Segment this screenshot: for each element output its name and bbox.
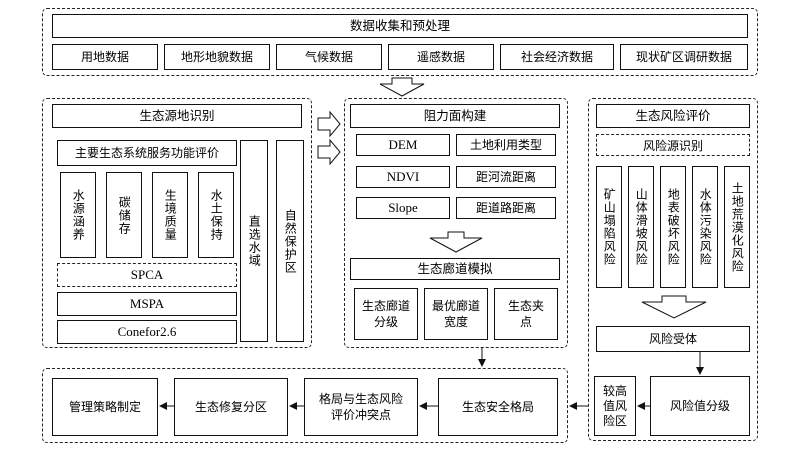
corridor-width-box: 最优廊道 宽度 <box>424 288 488 340</box>
mspa-box: MSPA <box>57 292 237 316</box>
down-block-arrow-top <box>379 77 425 97</box>
risk-source-water-pollution: 水体污染风险 <box>692 166 718 288</box>
bottom-panel <box>42 368 568 443</box>
conflict-points-box: 格局与生态风险 评价冲突点 <box>304 378 418 436</box>
risk-title: 生态风险评价 <box>596 104 750 128</box>
resistance-title: 阻力面构建 <box>350 104 560 128</box>
corridor-pinch-label: 生态夹 点 <box>507 298 544 329</box>
data-item-mine-survey: 现状矿区调研数据 <box>620 44 748 70</box>
conefor-box: Conefor2.6 <box>57 320 237 344</box>
factor-ndvi: NDVI <box>356 166 450 188</box>
high-risk-zone-label: 较高 值风 险区 <box>602 383 627 428</box>
risk-source-title: 风险源识别 <box>596 134 750 156</box>
data-item-terrain: 地形地貌数据 <box>164 44 270 70</box>
source-identification-title: 生态源地识别 <box>52 104 302 128</box>
data-collection-panel <box>42 8 758 76</box>
risk-receptor-box: 风险受体 <box>596 326 750 352</box>
right-block-arrow-2 <box>317 138 341 166</box>
data-item-socioeconomic: 社会经济数据 <box>500 44 614 70</box>
restoration-zoning-box: 生态修复分区 <box>174 378 288 436</box>
ecological-security-pattern-box: 生态安全格局 <box>438 378 558 436</box>
data-collection-title: 数据收集和预处理 <box>52 14 748 38</box>
management-strategy-box: 管理策略制定 <box>52 378 158 436</box>
service-eval-box: 主要生态系统服务功能评价 <box>57 140 237 166</box>
corridor-width-label: 最优廊道 宽度 <box>431 298 480 329</box>
spca-box: SPCA <box>57 263 237 287</box>
risk-value-grading-box: 风险值分级 <box>650 376 750 436</box>
factor-road-distance: 距道路距离 <box>456 197 556 219</box>
source-identification-panel <box>42 98 312 348</box>
corridor-title: 生态廊道模拟 <box>350 258 560 280</box>
high-risk-zone-box: 较高 值风 险区 <box>594 376 636 436</box>
corridor-grading-label: 生态廊道 分级 <box>361 298 410 329</box>
factor-dem: DEM <box>356 134 450 156</box>
resistance-corridor-panel <box>344 98 568 348</box>
factor-landuse-type: 土地利用类型 <box>456 134 556 156</box>
service-water-conservation: 水源涵养 <box>60 172 96 258</box>
corridor-pinch-box: 生态夹 点 <box>494 288 558 340</box>
risk-source-landslide: 山体滑坡风险 <box>628 166 654 288</box>
right-block-arrow-1 <box>317 110 341 138</box>
service-habitat-quality: 生境质量 <box>152 172 188 258</box>
service-soil-conservation: 水土保持 <box>198 172 234 258</box>
data-item-landuse: 用地数据 <box>52 44 158 70</box>
service-carbon-storage: 碳储存 <box>106 172 142 258</box>
nature-reserve-box: 自然保护区 <box>276 140 304 342</box>
risk-panel <box>588 98 758 441</box>
conflict-points-label: 格局与生态风险 评价冲突点 <box>318 391 403 422</box>
risk-source-desertification: 土地荒漠化风险 <box>724 166 750 288</box>
risk-source-subsidence: 矿山塌陷风险 <box>596 166 622 288</box>
risk-source-surface-damage: 地表破坏风险 <box>660 166 686 288</box>
factor-river-distance: 距河流距离 <box>456 166 556 188</box>
direct-select-water-box: 直选水域 <box>240 140 268 342</box>
factor-slope: Slope <box>356 197 450 219</box>
data-item-remote-sensing: 遥感数据 <box>388 44 494 70</box>
data-item-climate: 气候数据 <box>276 44 382 70</box>
corridor-grading-box: 生态廊道 分级 <box>354 288 418 340</box>
